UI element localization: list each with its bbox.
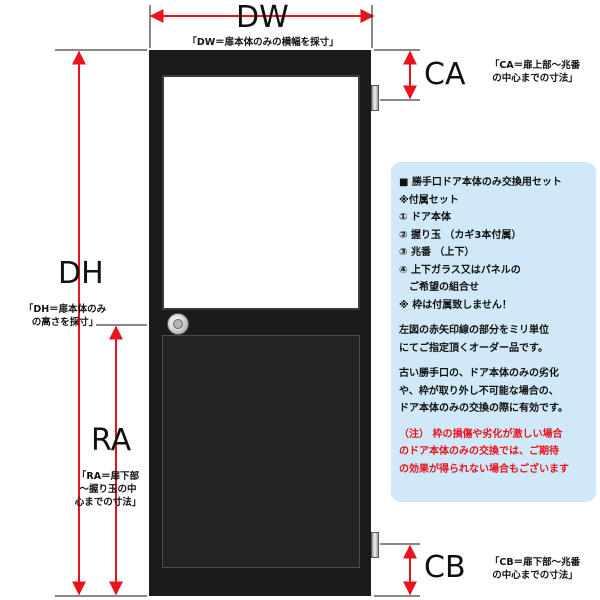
info-title: ■ 勝手口ドア本体のみ交換用セット	[399, 177, 562, 188]
dh-label: DH	[58, 256, 104, 291]
dh-note: 「DH＝扉本体のみ の高さを採寸」	[10, 304, 120, 330]
cb-note: 「CB＝扉下部～兆番 の中心までの寸法」	[472, 557, 598, 583]
door-glass-panel	[162, 75, 360, 310]
info-para1-line: 左図の赤矢印線の部分をミリ単位	[399, 325, 549, 336]
ra-note-line: ～握り玉の中	[79, 483, 137, 495]
ra-note-line: 「RA＝扉下部	[76, 471, 140, 482]
info-warning-line: の効果が得られない場合もございます	[399, 463, 569, 475]
info-item: ③ 兆番 （上下）	[399, 247, 475, 258]
ra-note: 「RA＝扉下部 ～握り玉の中 心までの寸法」	[58, 471, 158, 509]
ra-label: RA	[91, 423, 132, 458]
door-lower-panel	[162, 335, 360, 568]
cb-note-line: の中心までの寸法」	[492, 569, 578, 581]
info-warning-line: のドア本体のみの交換では、ご期待	[399, 446, 559, 457]
info-para2-line: や、枠が取り外し不可能な場合の、	[399, 385, 559, 397]
product-info-panel: ■ 勝手口ドア本体のみ交換用セット ※付属セット ① ドア本体 ② 握り玉 （カ…	[391, 162, 596, 502]
cb-label: CB	[424, 550, 466, 585]
info-item: ① ドア本体	[399, 212, 451, 223]
bottom-hinge-icon	[371, 532, 379, 558]
info-item: ご希望の組合せ	[399, 282, 479, 293]
ca-note: 「CA＝扉上部～兆番 の中心までの寸法」	[472, 60, 598, 86]
ca-label: CA	[424, 57, 466, 92]
dh-note-line: の高さを採寸」	[31, 316, 99, 328]
cb-note-line: 「CB＝扉下部～兆番	[489, 557, 581, 568]
dh-note-line: 「DH＝扉本体のみ	[23, 304, 107, 315]
info-warning-line: （注） 枠の損傷や劣化が激しい場合	[399, 428, 563, 440]
dw-note: 「DW＝扉本体のみの横幅を採寸」	[187, 37, 339, 48]
info-set-header: ※付属セット	[399, 194, 459, 206]
ca-note-line: の中心までの寸法」	[492, 72, 578, 84]
ca-note-line: 「CA＝扉上部～兆番	[489, 60, 581, 71]
ra-note-line: 心までの寸法」	[74, 496, 142, 508]
info-para2-line: 古い勝手口の、ドア本体のみの劣化	[399, 368, 559, 379]
top-hinge-icon	[371, 85, 379, 111]
info-item: ② 握り玉 （カギ3本付属）	[399, 229, 522, 241]
info-item: ④ 上下ガラス又はパネルの	[399, 264, 521, 276]
door-knob-keyhole-icon	[173, 319, 183, 329]
info-para1-line: にてご指定頂くオーダー品です。	[399, 342, 548, 354]
info-para2-line: ドア本体のみの交換の際に有効です。	[399, 403, 568, 414]
info-item: ※ 枠は付属致しません！	[399, 299, 512, 311]
dw-label: DW	[236, 0, 289, 35]
